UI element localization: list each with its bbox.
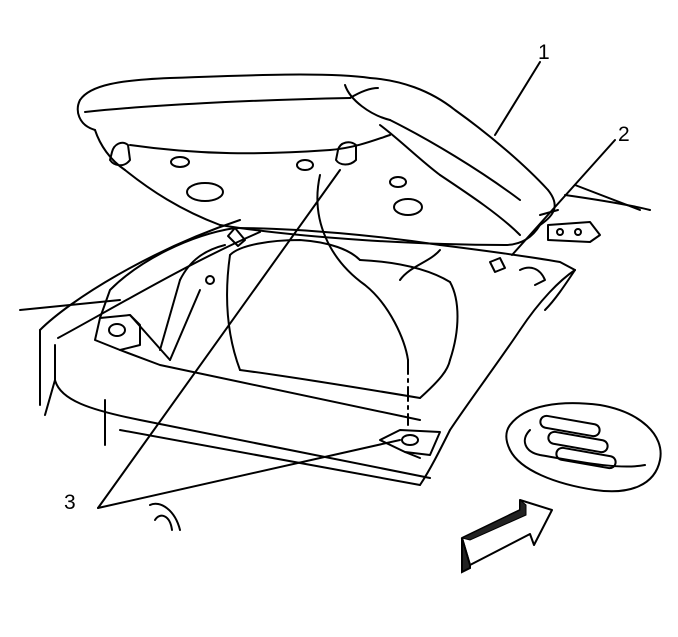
vent-grille-icon bbox=[505, 402, 662, 493]
front-direction-arrow-icon bbox=[460, 498, 553, 574]
console-lid bbox=[76, 73, 559, 246]
callout-label-3: 3 bbox=[64, 491, 76, 514]
leader-lines bbox=[97, 61, 616, 509]
callout-label-2: 2 bbox=[618, 123, 630, 146]
hinge-bracket bbox=[547, 221, 601, 243]
callout-label-1: 1 bbox=[538, 41, 550, 64]
vehicle-body-outline bbox=[19, 184, 651, 531]
console-opening bbox=[94, 227, 576, 459]
lid-pins bbox=[109, 141, 357, 247]
